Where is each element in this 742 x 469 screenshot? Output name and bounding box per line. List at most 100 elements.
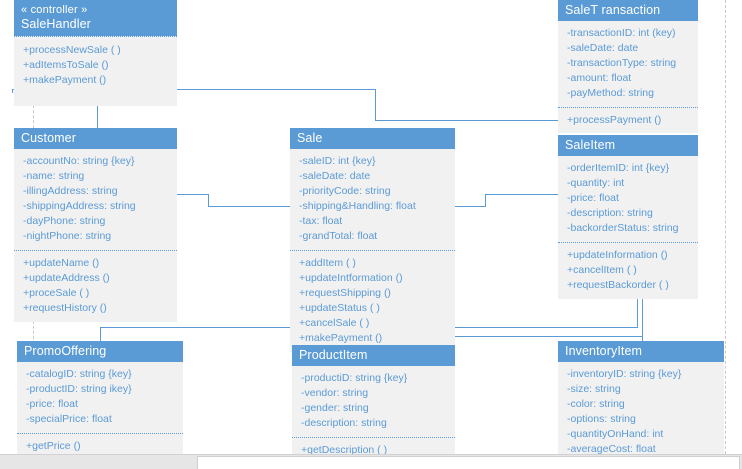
class-name-customer: Customer [21, 131, 76, 145]
attribute-row: -grandTotal: float [299, 230, 378, 243]
attribute-row: -description: string [301, 417, 387, 430]
attribute-row: -accountNo: string {key} [23, 155, 135, 168]
attribute-row: -vendor: string [301, 387, 369, 400]
attribute-row: -catalogID: string {key} [26, 368, 132, 381]
class-name-sale: Sale [297, 131, 323, 145]
class-box-sale-transaction[interactable]: SaleT ransaction -transactionID: int (ke… [558, 0, 698, 134]
operation-row: +requestShipping () [299, 287, 391, 300]
attribute-row: -dayPhone: string [23, 215, 106, 228]
bottom-chrome-strip [0, 454, 742, 469]
class-name-promo-offering: PromoOffering [24, 344, 107, 358]
class-header-sale-transaction: SaleT ransaction [558, 0, 698, 22]
class-box-sale[interactable]: Sale -saleID: int {key} -saleDate: date … [290, 128, 455, 353]
connector-top-horizontal [12, 89, 376, 90]
class-header-sale-item: SaleItem [558, 135, 698, 157]
class-attributes-sale-transaction: -transactionID: int (key) -saleDate: dat… [558, 21, 698, 109]
operation-row: +proceSale ( ) [23, 287, 90, 300]
class-box-promo-offering[interactable]: PromoOffering -catalogID: string {key} -… [17, 341, 183, 461]
attribute-row: -gender: string [301, 402, 369, 415]
attribute-row: -productiD: string {key} [301, 372, 408, 385]
class-attributes-promo-offering: -catalogID: string {key} -productID: str… [17, 362, 183, 435]
connector-sale-saleitem-a [455, 206, 486, 207]
attribute-row: -illingAddress: string [23, 185, 118, 198]
operation-row: +processPayment () [567, 114, 662, 127]
connector-transaction-horizontal [375, 120, 645, 121]
attribute-row: -payMethod: string [567, 87, 654, 100]
class-name-inventory-item: InventoryItem [565, 344, 643, 358]
class-operations-sale-handler: +processNewSale ( ) +adItemsToSale () +m… [14, 36, 177, 106]
class-name-sale-transaction: SaleT ransaction [565, 3, 661, 17]
operation-row: +cancelItem ( ) [567, 264, 637, 277]
connector-top-left-vertical [12, 89, 13, 93]
operation-row: +cancelSale ( ) [299, 317, 370, 330]
connector-salehandler-stub [97, 88, 98, 133]
class-operations-sale-item: +updateInformation () +cancelItem ( ) +r… [558, 243, 698, 299]
class-box-inventory-item[interactable]: InventoryItem -inventoryID: string {key}… [558, 341, 724, 469]
class-attributes-inventory-item: -inventoryID: string {key} -size: string… [558, 362, 724, 469]
attribute-row: -options: string [567, 413, 636, 426]
class-attributes-sale: -saleID: int {key} -saleDate: date -prio… [290, 149, 455, 252]
connector-sale-saleitem-step [485, 194, 486, 207]
operation-row: +getPrice () [26, 440, 81, 453]
attribute-row: -inventoryID: string {key} [567, 368, 682, 381]
attribute-row: -nightPhone: string [23, 230, 112, 243]
class-header-promo-offering: PromoOffering [17, 341, 183, 363]
operation-row: +adItemsToSale () [23, 59, 109, 72]
attribute-row: -shipping&Handling: float [299, 200, 416, 213]
page-margin-guide-right [725, 0, 726, 469]
class-operations-product-item: +getDescription ( ) [292, 438, 455, 464]
attribute-row: -specialPrice: float [26, 413, 112, 426]
class-stereotype-sale-handler: « controller » [21, 4, 88, 16]
connector-sale-riser [375, 89, 376, 120]
class-operations-customer: +updateName () +updateAddress () +proceS… [14, 251, 177, 322]
attribute-row: -averageCost: float [567, 443, 656, 456]
class-header-inventory-item: InventoryItem [558, 341, 724, 363]
attribute-row: -saleDate: date [567, 42, 639, 55]
class-box-sale-handler[interactable]: « controller » SaleHandler +processNewSa… [14, 0, 177, 107]
operation-row: +requestHistory () [23, 302, 107, 315]
connector-customer-sale-step [208, 194, 209, 207]
operation-row: +makePayment () [23, 74, 107, 87]
class-name-sale-handler: SaleHandler [21, 16, 91, 31]
class-header-sale-handler: « controller » SaleHandler [14, 0, 177, 37]
attribute-row: -tax: float [299, 215, 343, 228]
operation-row: +updateAddress () [23, 272, 110, 285]
attribute-row: -size: string [567, 383, 621, 396]
attribute-row: -priorityCode: string [299, 185, 391, 198]
operation-row: +addItem ( ) [299, 257, 356, 270]
operation-row: +requestBackorder ( ) [567, 279, 669, 292]
attribute-row: -transactionType: string [567, 57, 677, 70]
class-operations-promo-offering: +getPrice () [17, 434, 183, 460]
attribute-row: -name: string [23, 170, 85, 183]
attribute-row: -orderItemID: int {key} [567, 162, 670, 175]
connector-customer-sale-a [177, 194, 209, 195]
operation-row: +updateName () [23, 257, 100, 270]
connector-promo-riser [100, 327, 101, 342]
attribute-row: -price: float [26, 398, 78, 411]
attribute-row: -shippingAddress: string [23, 200, 136, 213]
class-attributes-product-item: -productiD: string {key} -vendor: string… [292, 366, 455, 439]
class-name-product-item: ProductItem [299, 348, 368, 362]
class-attributes-sale-item: -orderItemID: int {key} -quantity: int -… [558, 156, 698, 244]
attribute-row: -price: float [567, 192, 619, 205]
class-name-sale-item: SaleItem [565, 138, 616, 152]
class-header-product-item: ProductItem [292, 345, 455, 367]
class-operations-sale: +addItem ( ) +updateIntformation () +req… [290, 251, 455, 352]
operation-row: +processNewSale ( ) [23, 44, 121, 57]
class-box-sale-item[interactable]: SaleItem -orderItemID: int {key} -quanti… [558, 135, 698, 300]
connector-sale-saleitem-b [485, 194, 558, 195]
class-attributes-customer: -accountNo: string {key} -name: string -… [14, 149, 177, 252]
attribute-row: -description: string [567, 207, 653, 220]
attribute-row: -quantityOnHand: int [567, 428, 664, 441]
operation-row: +getDescription ( ) [301, 444, 388, 457]
class-box-customer[interactable]: Customer -accountNo: string {key} -name:… [14, 128, 177, 323]
operation-row: +makePayment () [299, 332, 383, 345]
attribute-row: -backorderStatus: string [567, 222, 679, 235]
operation-row: +updateInformation () [567, 249, 668, 262]
attribute-row: -saleDate: date [299, 170, 371, 183]
class-header-sale: Sale [290, 128, 455, 150]
attribute-row: -amount: float [567, 72, 632, 85]
class-box-product-item[interactable]: ProductItem -productiD: string {key} -ve… [292, 345, 455, 465]
attribute-row: -saleID: int {key} [299, 155, 376, 168]
